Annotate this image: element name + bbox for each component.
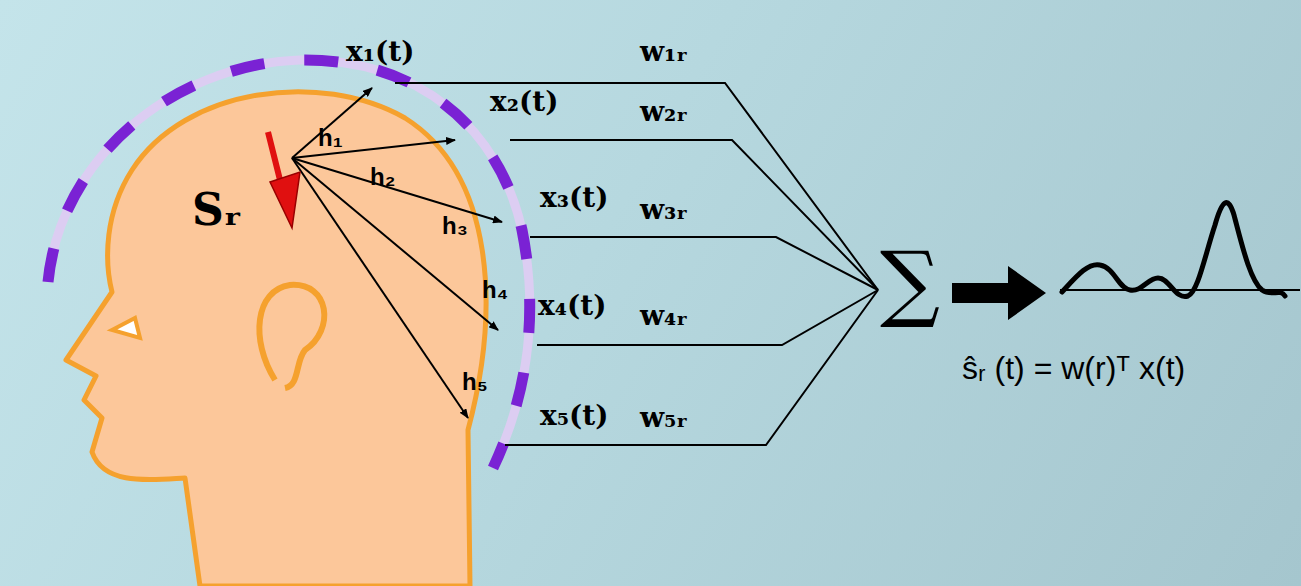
signal-name: x₃(t) [540, 184, 608, 212]
lead-field-arrows [292, 88, 502, 418]
estimate-equation: ŝᵣ (t) = w(r)ᵀ x(t) [962, 352, 1185, 384]
dipole-head [270, 172, 300, 228]
weight-name: w₁ᵣ [640, 38, 688, 66]
weight-name: w₅ᵣ [640, 404, 688, 432]
lead-field-name: h₂ [370, 165, 395, 189]
lead-field-name: h₅ [462, 370, 488, 394]
weight-name: w₃ᵣ [640, 196, 688, 224]
ear [259, 285, 324, 388]
output-arrow [952, 266, 1046, 320]
lead-field-name: h₄ [482, 278, 508, 302]
lead-field-name: h₁ [318, 126, 343, 150]
lead-field-name: h₃ [442, 214, 468, 238]
wires [395, 83, 878, 445]
electrodes [48, 60, 530, 468]
head-outline [66, 92, 486, 586]
signal-name: x₅(t) [540, 402, 608, 430]
electrode-cap [48, 60, 530, 468]
signal-name: x₂(t) [490, 88, 558, 116]
signal-name: x₄(t) [538, 292, 606, 320]
waveform [1062, 203, 1285, 297]
source-name: Sᵣ [192, 188, 242, 232]
weight-name: w₂ᵣ [640, 98, 688, 126]
weight-name: w₄ᵣ [640, 302, 688, 330]
sum-symbol: ∑ [880, 240, 940, 324]
signal-name: x₁(t) [346, 38, 414, 66]
eye [112, 318, 140, 338]
